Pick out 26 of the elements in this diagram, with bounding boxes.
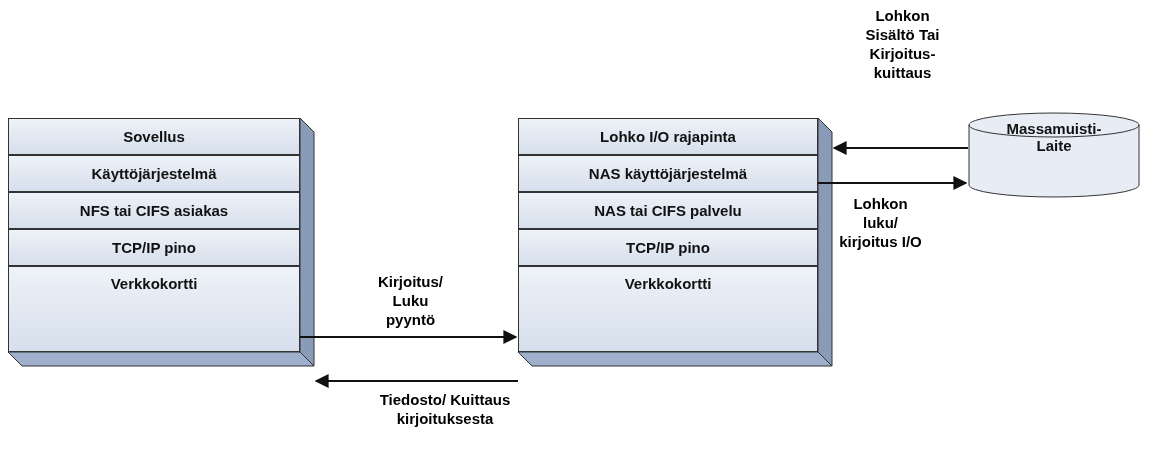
- layer-label: Verkkokortti: [624, 275, 712, 292]
- arrow: [817, 176, 968, 190]
- layer-box: [518, 229, 818, 266]
- layer-label: NFS tai CIFS asiakas: [79, 202, 229, 219]
- layer-label: Käyttöjärjestelmä: [91, 165, 217, 182]
- layer-box: [518, 155, 818, 192]
- layer-label: Sovellus: [123, 128, 185, 145]
- arrow: [299, 330, 518, 344]
- layer-label: Massamuisti- Laite: [1005, 120, 1103, 154]
- layer-box: [518, 192, 818, 229]
- layer-box: [8, 155, 300, 192]
- layer-box: [8, 266, 300, 352]
- arrow: [832, 141, 969, 155]
- layer-box: [8, 118, 300, 155]
- storage-cylinder: [968, 112, 1140, 198]
- layer-box: [518, 118, 818, 155]
- layer-label: Lohko I/O rajapinta: [600, 128, 736, 145]
- layer-label: NAS tai CIFS palvelu: [594, 202, 742, 219]
- layer-label: TCP/IP pino: [626, 239, 710, 256]
- layer-box: [8, 229, 300, 266]
- layer-box: [8, 192, 300, 229]
- layer-label: TCP/IP pino: [112, 239, 196, 256]
- layer-box: [518, 266, 818, 352]
- layer-label: Verkkokortti: [110, 275, 198, 292]
- arrow: [314, 374, 519, 388]
- layer-label: NAS käyttöjärjestelmä: [588, 165, 748, 182]
